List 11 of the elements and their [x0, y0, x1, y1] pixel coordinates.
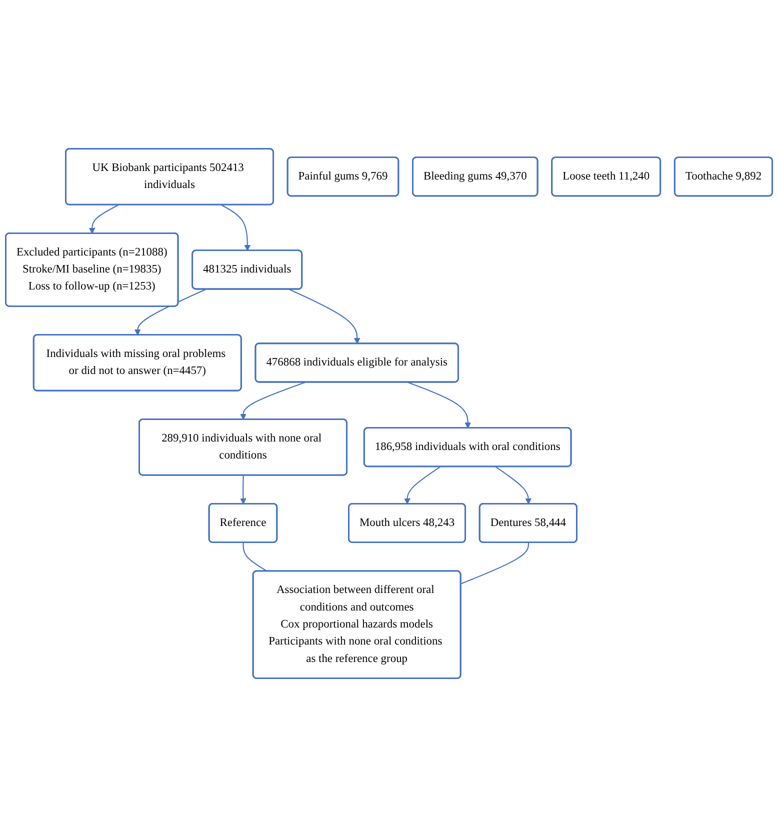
connector: [242, 542, 268, 572]
arrow: [288, 288, 360, 344]
arrow: [240, 382, 306, 420]
arrow: [408, 382, 471, 428]
arrow: [240, 475, 246, 504]
arrow: [134, 288, 206, 336]
arrow: [88, 204, 119, 234]
arrow: [495, 466, 532, 504]
arrow: [404, 466, 441, 504]
arrow: [220, 204, 251, 251]
connector: [460, 542, 530, 584]
